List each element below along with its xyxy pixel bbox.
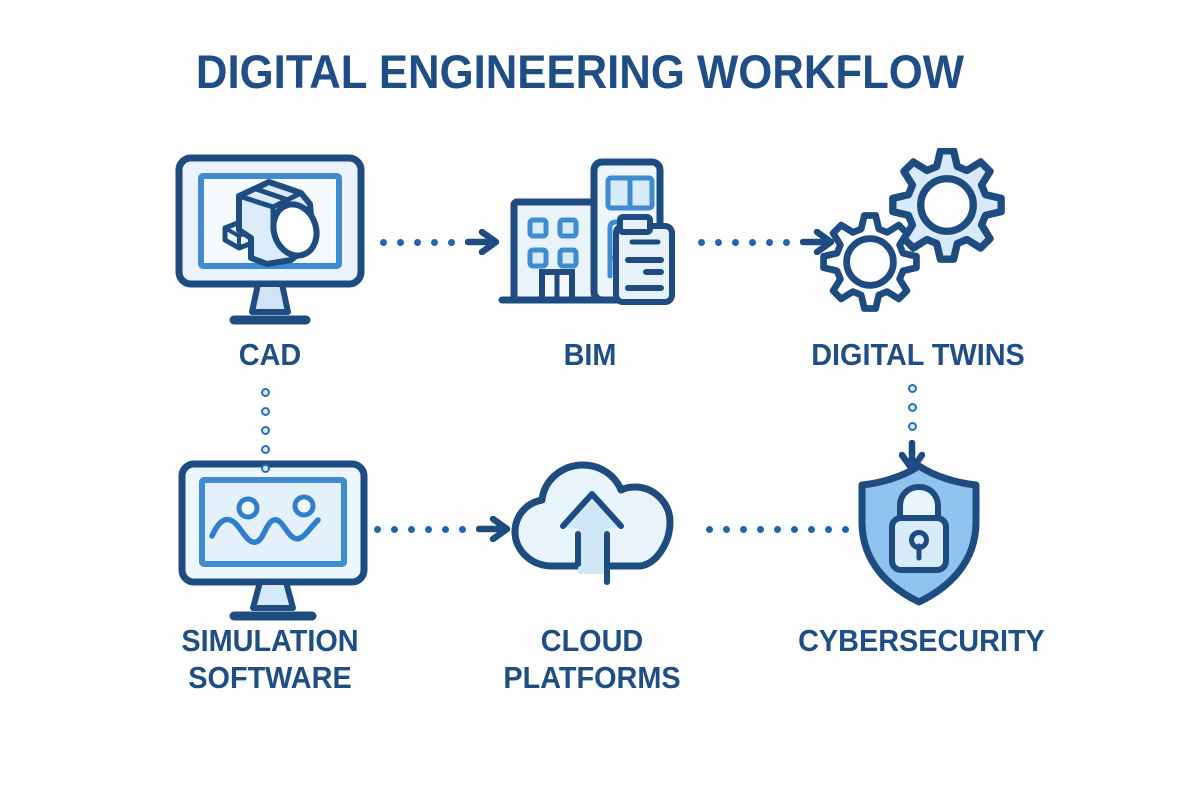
dotted-line (907, 384, 917, 431)
dot (749, 238, 756, 246)
dot (783, 238, 790, 246)
dot (442, 525, 449, 533)
connector-cad-to-bim (380, 229, 503, 255)
gears-icon (813, 147, 1013, 333)
dot (825, 525, 832, 533)
dot (397, 238, 404, 246)
dot (732, 238, 739, 246)
dot (414, 238, 421, 246)
node-label-cad: CAD (238, 337, 302, 372)
dot (374, 525, 381, 533)
dot (261, 407, 270, 416)
dot (766, 238, 773, 246)
dotted-line (380, 238, 455, 246)
connector-digital-twins-to-cybersecurity (899, 384, 925, 476)
dot (261, 426, 270, 435)
dot (907, 384, 917, 393)
connector-bim-to-digital-twins (698, 229, 838, 255)
node-label-cloud-platforms: CLOUD PLATFORMS (503, 623, 681, 696)
dot (740, 525, 747, 533)
dotted-line (706, 525, 849, 533)
down-arrow-icon (899, 440, 925, 473)
dot (391, 525, 398, 533)
dotted-line (261, 388, 270, 473)
node-label-simulation-software: SIMULATION SOFTWARE (181, 623, 359, 696)
connector-simulation-to-cloud (374, 516, 514, 542)
connector-cad-to-simulation (261, 388, 270, 473)
bim-buildings-icon (498, 156, 688, 311)
dot (408, 525, 415, 533)
dot (715, 238, 722, 246)
dot (723, 525, 730, 533)
shield-lock-icon (852, 460, 986, 615)
dot (907, 422, 917, 431)
node-label-bim: BIM (563, 337, 617, 372)
dot (459, 525, 466, 533)
cad-monitor-icon (175, 154, 365, 337)
cloud-upload-icon (500, 446, 685, 603)
dotted-line (698, 238, 790, 246)
right-arrow-icon (465, 229, 500, 255)
dot (380, 238, 387, 246)
right-arrow-icon (476, 516, 511, 542)
dot (774, 525, 781, 533)
dot (431, 238, 438, 246)
node-label-cybersecurity: CYBERSECURITY (798, 623, 1045, 658)
dot (842, 525, 849, 533)
dot (706, 525, 713, 533)
dotted-line (374, 525, 466, 533)
dot (261, 388, 270, 397)
dot (698, 238, 705, 246)
dot (907, 403, 917, 412)
dot (791, 525, 798, 533)
dot (261, 445, 270, 454)
dot (261, 464, 270, 473)
page-title: DIGITAL ENGINEERING WORKFLOW (195, 45, 965, 98)
connector-cloud-to-cybersecurity (706, 516, 849, 542)
simulation-monitor-icon (178, 460, 368, 631)
right-arrow-icon (800, 229, 835, 255)
dot (448, 238, 455, 246)
dot (757, 525, 764, 533)
dot (425, 525, 432, 533)
dot (808, 525, 815, 533)
node-label-digital-twins: DIGITAL TWINS (811, 337, 1025, 372)
